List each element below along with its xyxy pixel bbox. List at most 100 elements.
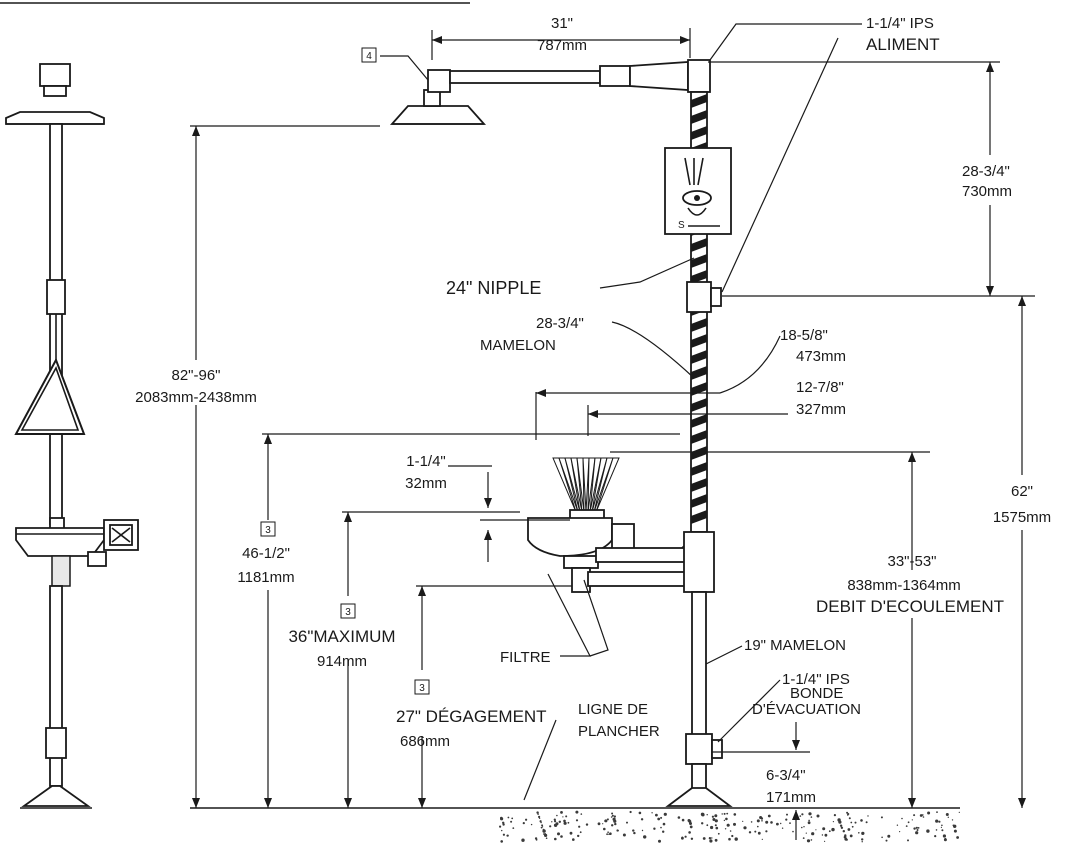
floor-speck xyxy=(506,835,508,837)
floor-speck xyxy=(522,822,525,825)
floor-speck xyxy=(942,834,947,838)
floor-speck xyxy=(702,837,706,840)
floor-speck xyxy=(781,827,784,829)
supply-height-in: 62" xyxy=(1011,483,1033,500)
drain-ips: 1-1/4" IPS xyxy=(782,671,850,688)
floor-speck xyxy=(801,813,804,816)
floor-speck xyxy=(721,813,723,815)
floor-speck xyxy=(502,833,505,836)
floor-speck xyxy=(801,826,803,829)
floor-speck xyxy=(851,825,854,828)
floor-speck xyxy=(500,840,504,843)
floor-speck xyxy=(901,817,903,820)
floor-speck xyxy=(865,821,868,824)
reach-12-in: 12-7/8" xyxy=(796,379,844,396)
floor-speck xyxy=(832,821,835,823)
floor-speck xyxy=(653,827,656,830)
floor-speck xyxy=(629,810,632,814)
floor-speck xyxy=(936,811,938,813)
floor-speck xyxy=(714,824,717,827)
floor-speck xyxy=(776,822,779,826)
dimension-lines xyxy=(190,23,1035,840)
floor-speck xyxy=(613,819,617,823)
floor-speck xyxy=(958,811,960,814)
floor-speck xyxy=(934,835,937,838)
floor-speck xyxy=(733,822,736,826)
floor-speck xyxy=(811,832,815,836)
tag-clearance: 3 xyxy=(414,679,430,695)
floor-speck xyxy=(947,816,949,818)
floor-speck xyxy=(731,834,734,838)
floor-speck xyxy=(757,825,759,828)
floor-speck xyxy=(915,831,919,835)
floor-speck xyxy=(614,822,617,826)
drain-height-mm: 171mm xyxy=(766,789,816,806)
floor-speck xyxy=(681,818,685,822)
reach-12-mm: 327mm xyxy=(796,401,846,418)
floor-speck xyxy=(940,826,943,829)
floor-speck xyxy=(756,819,760,823)
pipe-stripe xyxy=(691,254,707,268)
floor-speck xyxy=(521,838,525,842)
floor-speck xyxy=(611,824,614,827)
floor-speck xyxy=(553,818,556,821)
floor-speck xyxy=(681,836,684,840)
floor-speck xyxy=(935,819,939,823)
floor-speck xyxy=(854,821,857,824)
floor-speck xyxy=(537,813,539,815)
nipple-28-in: 28-3/4" xyxy=(536,315,584,332)
floor-speck xyxy=(677,816,681,819)
floor-speck xyxy=(860,819,863,822)
arm-length-mm: 787mm xyxy=(537,37,587,54)
floor-speck xyxy=(761,838,763,841)
floor-speck xyxy=(849,834,853,838)
spray-nozzle xyxy=(564,457,581,513)
floor-speck xyxy=(579,831,582,834)
total-height-mm: 2083mm-2438mm xyxy=(135,389,257,406)
svg-text:3: 3 xyxy=(265,525,271,536)
floor-speck xyxy=(726,812,729,815)
floor-speck xyxy=(926,829,930,833)
floor-speck xyxy=(951,819,954,821)
floor-speck xyxy=(575,810,579,814)
floor-speck xyxy=(611,812,614,815)
total-height-in: 82"-96" xyxy=(171,367,220,384)
floor-speck xyxy=(714,838,718,842)
floor-speck xyxy=(540,826,543,829)
floor-speck xyxy=(684,835,687,838)
spray-nozzle xyxy=(582,457,590,513)
floor-speck xyxy=(563,821,567,825)
shower-head xyxy=(389,105,487,125)
floor-speck xyxy=(833,814,837,817)
flow-word: DEBIT D'ECOULEMENT xyxy=(816,597,1004,616)
floor-speck xyxy=(549,825,552,828)
floor-speck xyxy=(604,820,607,822)
floor-line-2: PLANCHER xyxy=(578,723,660,740)
floor-speck xyxy=(723,819,726,822)
floor-speck xyxy=(844,837,848,841)
pipe-stripe xyxy=(691,510,707,524)
floor-speck xyxy=(816,814,820,818)
floor-speck xyxy=(662,830,665,833)
floor-speck xyxy=(560,811,563,814)
floor-speck xyxy=(850,821,853,824)
floor-speck xyxy=(700,812,705,816)
floor-speck xyxy=(843,835,847,839)
floor-speck xyxy=(611,814,614,817)
floor-speck xyxy=(709,839,713,843)
floor-speck xyxy=(734,837,738,841)
floor-speck xyxy=(544,833,548,838)
floor-speck xyxy=(569,831,573,835)
floor-speck xyxy=(805,832,807,834)
floor-speck xyxy=(861,841,863,843)
svg-text:4: 4 xyxy=(366,51,372,62)
floor-speck xyxy=(578,825,581,828)
floor-speck xyxy=(945,813,949,816)
floor-speck xyxy=(953,824,957,828)
floor-speck xyxy=(861,831,865,836)
floor-speck xyxy=(896,824,899,826)
floor-line-1: LIGNE DE xyxy=(578,701,648,718)
floor-speck xyxy=(640,818,644,821)
floor-speck xyxy=(551,821,553,823)
floor-speck xyxy=(733,813,737,816)
